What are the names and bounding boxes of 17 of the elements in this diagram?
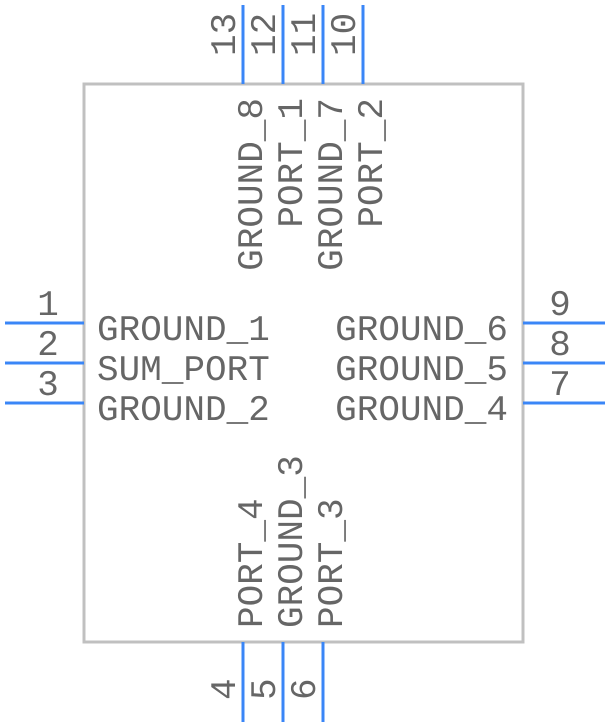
pin-name: GROUND_1 [98,316,268,344]
pin-name: PORT_1 [278,100,306,225]
pin-name: PORT_2 [358,100,386,225]
pin-name: GROUND_8 [238,100,266,269]
pin-name: GROUND_7 [318,100,346,269]
pin-name: GROUND_5 [337,356,506,384]
pin-number: 4 [211,680,235,698]
pin-name: PORT_3 [318,500,346,626]
pin-number: 6 [290,680,316,698]
pin-name: PORT_4 [238,500,266,626]
pin-name: GROUND_6 [337,316,506,344]
pin-name: GROUND_4 [337,396,506,424]
pin-name: GROUND_3 [278,457,306,626]
pin-number: 5 [251,680,276,698]
component-body [82,82,524,644]
pin-name: SUM_PORT [98,356,268,384]
pin-name: GROUND_2 [98,396,268,424]
